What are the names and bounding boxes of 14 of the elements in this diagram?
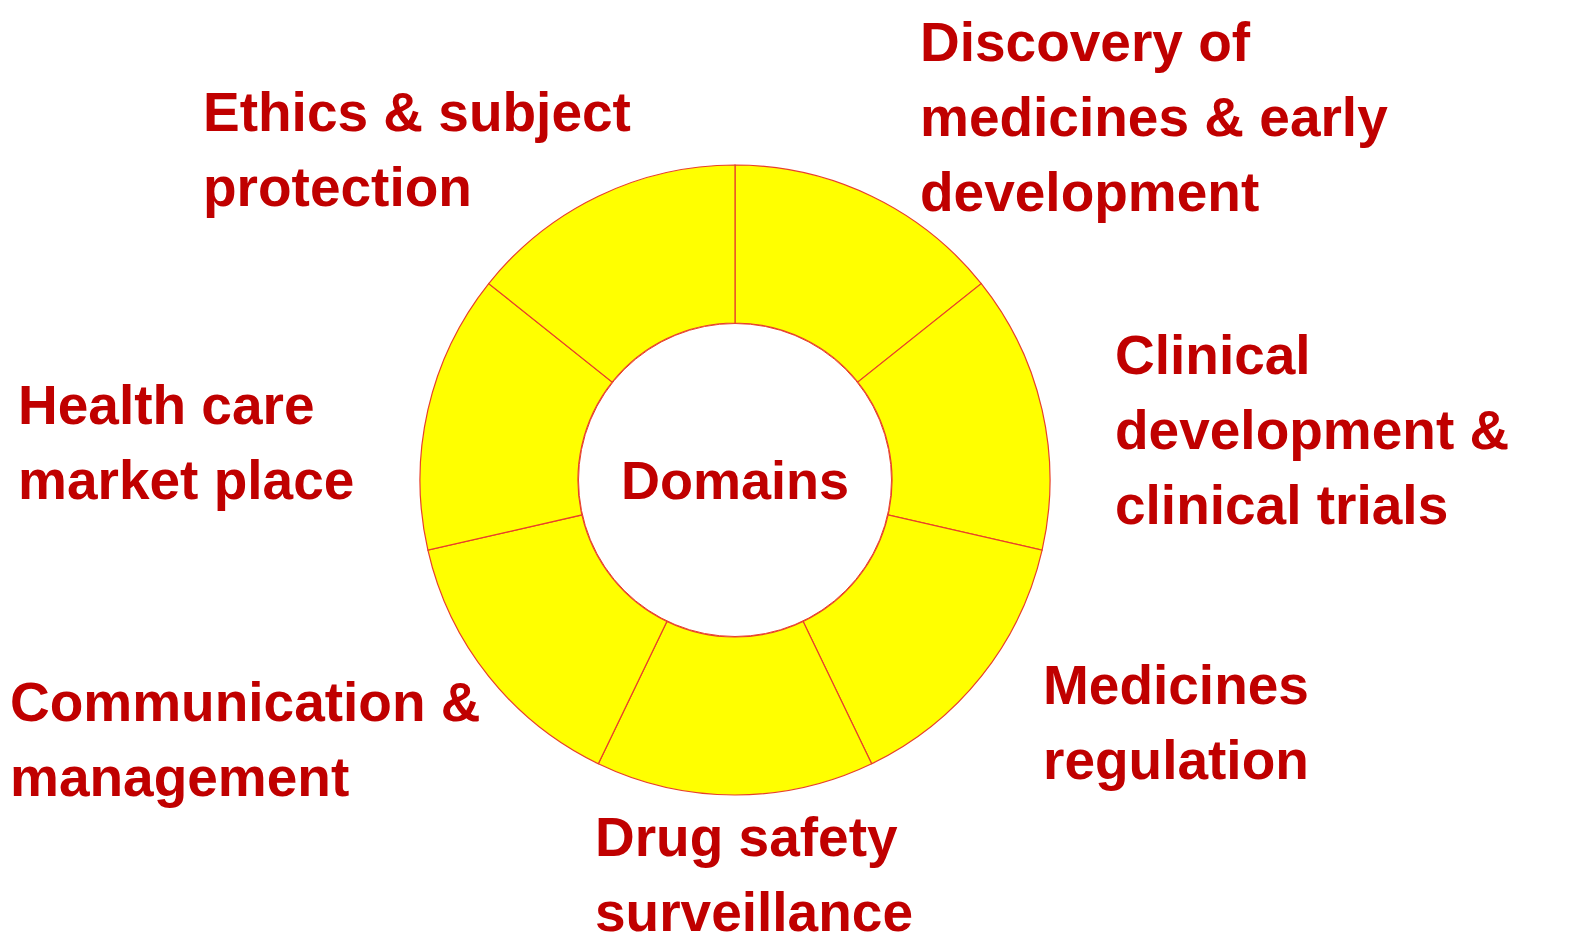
ring-segment bbox=[419, 283, 613, 551]
ring-segment bbox=[857, 283, 1051, 551]
domain-label: Drug safety surveillance bbox=[595, 805, 914, 945]
domain-label: Clinical development & clinical trials bbox=[1115, 323, 1511, 538]
ring-segment bbox=[597, 620, 873, 795]
ring-segment bbox=[488, 164, 736, 383]
ring-segment bbox=[427, 514, 668, 765]
domain-label: Ethics & subject protection bbox=[203, 80, 632, 220]
ring-segment bbox=[802, 514, 1043, 765]
domain-label: Medicines regulation bbox=[1043, 653, 1310, 793]
domain-label: Communication & management bbox=[10, 670, 482, 810]
domain-label: Discovery of medicines & early development bbox=[920, 10, 1389, 225]
domain-label: Health care market place bbox=[18, 373, 356, 513]
center-title: Domains bbox=[620, 449, 850, 511]
